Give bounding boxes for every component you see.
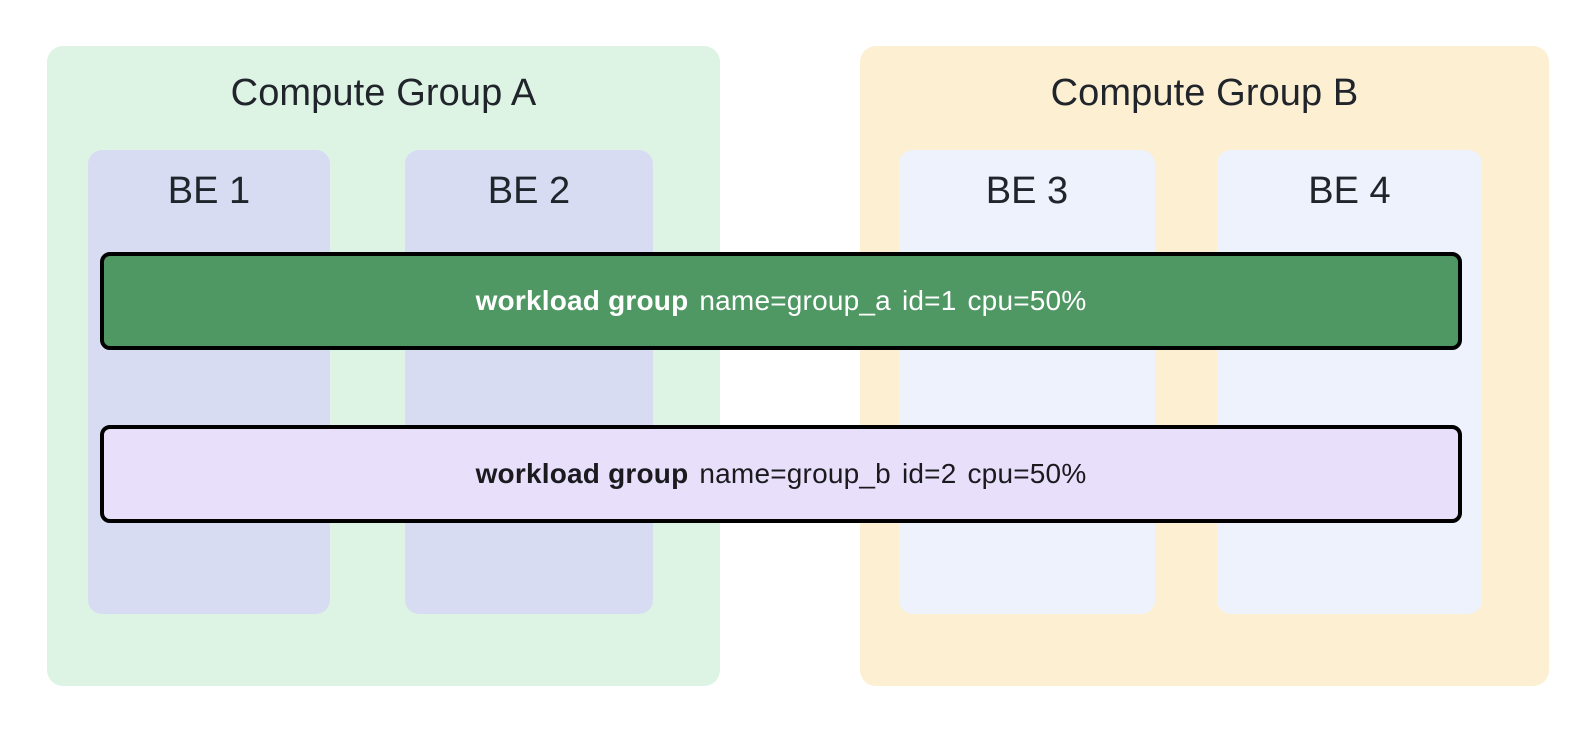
be-node-4: BE 4	[1217, 150, 1482, 614]
workload-group-a-text: workload group name=group_a id=1 cpu=50%	[476, 287, 1087, 315]
workload-group-b-name: name=group_b	[699, 458, 891, 489]
be-node-1-label: BE 1	[167, 170, 251, 212]
be-node-3-label: BE 3	[985, 170, 1069, 212]
workload-group-a-cpu: cpu=50%	[967, 285, 1087, 316]
workload-group-b-id: id=2	[901, 458, 957, 489]
workload-group-a-name: name=group_a	[699, 285, 891, 316]
be-node-2-label: BE 2	[487, 170, 571, 212]
compute-group-a-title: Compute Group A	[230, 72, 537, 114]
workload-group-a-bar: workload group name=group_a id=1 cpu=50%	[100, 252, 1462, 350]
be-node-1: BE 1	[88, 150, 330, 614]
compute-group-b-title: Compute Group B	[1050, 72, 1359, 114]
be-node-2: BE 2	[405, 150, 653, 614]
workload-group-b-bar: workload group name=group_b id=2 cpu=50%	[100, 425, 1462, 523]
workload-group-a-id: id=1	[901, 285, 957, 316]
workload-group-a-keyword: workload group	[475, 285, 689, 316]
workload-group-b-keyword: workload group	[475, 458, 689, 489]
be-node-3: BE 3	[899, 150, 1155, 614]
workload-group-b-text: workload group name=group_b id=2 cpu=50%	[476, 460, 1087, 488]
be-node-4-label: BE 4	[1308, 170, 1391, 212]
workload-group-b-cpu: cpu=50%	[967, 458, 1087, 489]
